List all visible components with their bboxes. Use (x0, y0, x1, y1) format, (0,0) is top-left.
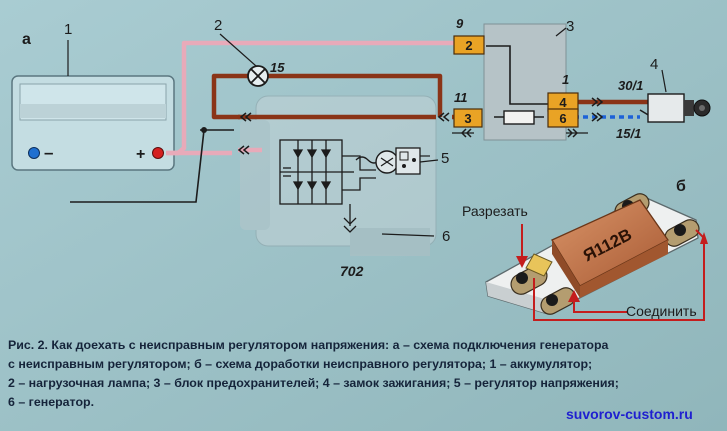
fuse-6-label: 6 (559, 111, 566, 126)
positive-terminal-icon (152, 147, 164, 159)
leader-line (661, 69, 667, 93)
fuse-6: 6 (547, 108, 579, 128)
minus-label: – (44, 143, 53, 162)
caption-line-4: 6 – генератор. (8, 395, 95, 409)
watermark-url: suvorov-custom.ru (566, 406, 693, 422)
label-2: 2 (214, 17, 222, 34)
fuse-2: 2 (453, 35, 485, 55)
label-15: 15 (270, 60, 285, 75)
battery (11, 75, 175, 171)
junction-dot (201, 127, 207, 133)
label-702: 702 (340, 263, 364, 279)
fuse-3: 3 (453, 108, 483, 128)
negative-terminal-icon (28, 147, 40, 159)
label-1: 1 (64, 21, 72, 38)
fuse-4-label: 4 (559, 95, 567, 110)
fuse-3-label: 3 (464, 111, 471, 126)
figure-caption: Рис. 2. Как доехать с неисправным регуля… (8, 336, 720, 412)
voltage-regulator (395, 147, 430, 175)
leader-line (219, 33, 257, 67)
connector-chevrons-icon (237, 97, 604, 155)
label-11: 11 (454, 90, 468, 105)
panel-a-label: а (22, 31, 31, 48)
join-arrow-icon (700, 232, 708, 244)
fuse-4: 4 (547, 92, 579, 112)
label-30-1: 30/1 (618, 78, 643, 93)
cut-arrow-icon (516, 256, 528, 268)
brown-wire (211, 73, 648, 120)
cut-label: Разрезать (462, 203, 528, 219)
label-15-1: 15/1 (616, 126, 641, 141)
diode-bridge (279, 139, 376, 233)
fuse-2-label: 2 (465, 38, 472, 53)
lamp-icon (247, 65, 269, 87)
leader-line (419, 159, 439, 163)
leader-line (381, 233, 435, 237)
panel-b-label: б (676, 178, 686, 195)
generator (240, 95, 437, 256)
pink-wire (166, 40, 454, 156)
caption-line-1: Рис. 2. Как доехать с неисправным регуля… (8, 338, 609, 352)
plus-label: + (136, 146, 145, 163)
join-label: Соединить (626, 303, 697, 319)
label-9: 9 (456, 16, 464, 31)
label-5: 5 (441, 150, 449, 167)
label-block-1: 1 (562, 72, 569, 87)
label-4: 4 (650, 56, 658, 73)
leader-line (555, 27, 567, 37)
ignition-switch (647, 93, 711, 123)
label-3: 3 (566, 18, 574, 35)
inline-fuse (503, 110, 535, 125)
caption-line-3: 2 – нагрузочная лампа; 3 – блок предохра… (8, 376, 619, 390)
join-arrow-icon (568, 290, 580, 302)
label-6: 6 (442, 228, 450, 245)
regulator-modification: Я112В (485, 193, 700, 315)
caption-line-2: с неисправным регулятором; б – схема дор… (8, 357, 593, 371)
